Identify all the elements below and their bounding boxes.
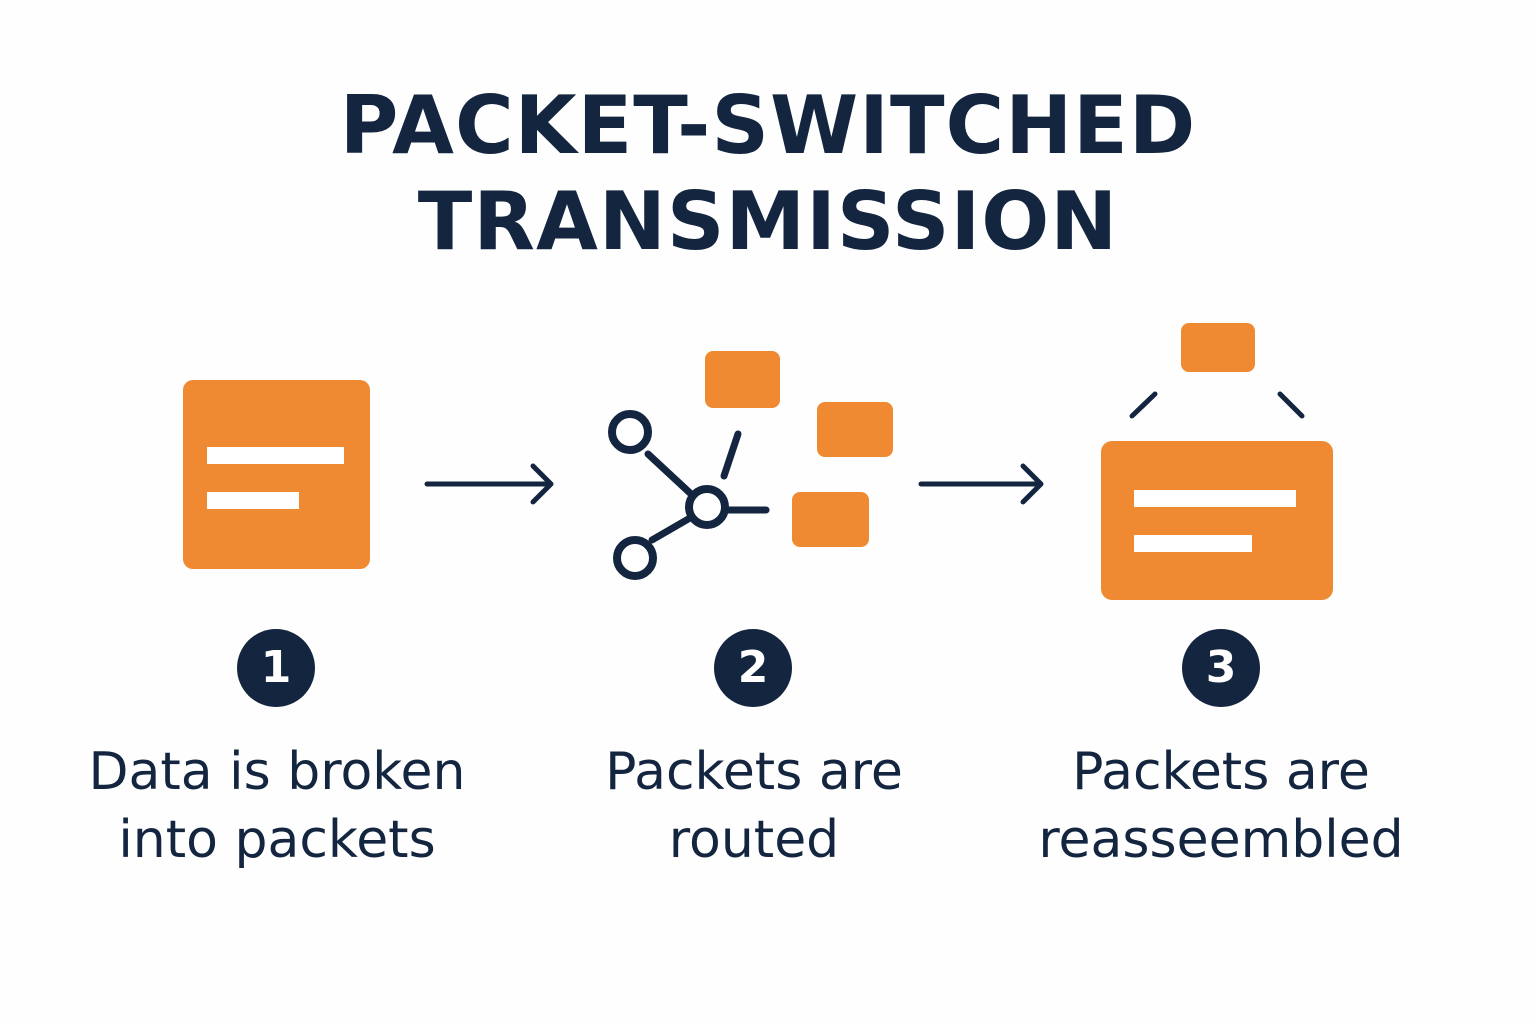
step-2-badge: 2: [714, 629, 792, 707]
packet-icon: [792, 492, 869, 547]
step-3-caption-line-2: reasseembled: [1038, 810, 1404, 870]
reassembly-box-icon: [1101, 323, 1333, 600]
network-routing-icon: [608, 351, 893, 580]
packet-icon: [817, 402, 893, 457]
arrow-right-icon: [424, 463, 554, 505]
step-2-caption-line-1: Packets are: [605, 742, 903, 802]
title-line-2: TRANSMISSION: [417, 175, 1119, 268]
page-title: PACKET-SWITCHED TRANSMISSION: [0, 78, 1536, 270]
step-3-badge: 3: [1182, 629, 1260, 707]
step-1-caption-line-2: into packets: [118, 810, 436, 870]
step-3-caption: Packets are reasseembled: [1001, 738, 1441, 874]
step-3-caption-line-1: Packets are: [1072, 742, 1370, 802]
step-1-badge: 1: [237, 629, 315, 707]
packet-icon: [1181, 323, 1255, 372]
document-icon: [183, 380, 370, 569]
step-2-caption: Packets are routed: [534, 738, 974, 874]
step-1-caption: Data is broken into packets: [57, 738, 497, 874]
title-line-1: PACKET-SWITCHED: [339, 79, 1197, 172]
step-2-caption-line-2: routed: [668, 810, 840, 870]
packet-icon: [705, 351, 780, 408]
step-1-caption-line-1: Data is broken: [88, 742, 466, 802]
arrow-right-icon: [918, 463, 1044, 505]
